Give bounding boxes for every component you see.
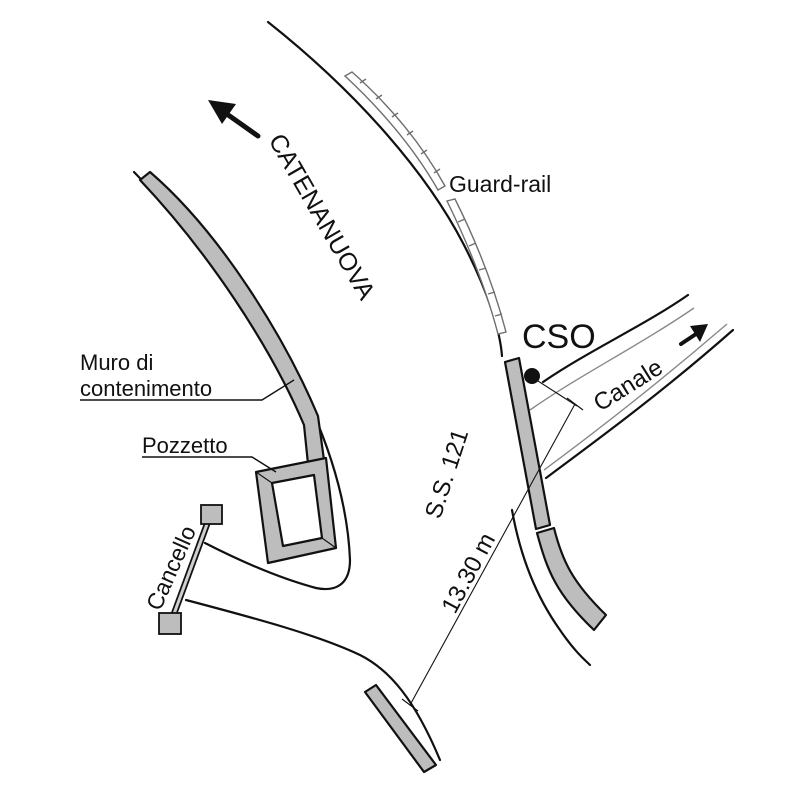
arrow-up-left-icon <box>208 100 261 139</box>
gate-post-top <box>200 504 223 525</box>
road-right-edge-lower <box>510 508 592 667</box>
muro-label-line2: contenimento <box>80 376 212 401</box>
muro-leader-line <box>80 379 295 401</box>
filled-circle-icon <box>524 368 540 384</box>
canale-label: Canale <box>589 354 668 417</box>
pozzetto-leader-line <box>142 456 277 473</box>
lower-left-wall <box>363 683 438 774</box>
cancello-gate <box>158 504 223 635</box>
guard-rail <box>343 71 507 335</box>
lower-right-wall <box>535 526 608 632</box>
distance-label: 13.30 m <box>436 529 501 618</box>
canale-channel <box>529 293 735 480</box>
cso-label: CSO <box>522 318 596 356</box>
road-side-branch-lower <box>184 598 442 762</box>
pozzetto-structure <box>254 456 338 565</box>
gate-post-bottom <box>158 612 182 635</box>
arrow-up-right-icon <box>679 324 708 346</box>
road-name-label: S.S. 121 <box>420 426 474 522</box>
pozzetto-label: Pozzetto <box>142 433 228 458</box>
muro-label-line1: Muro di <box>80 350 153 375</box>
retaining-wall <box>138 170 326 466</box>
cso-wall <box>503 356 552 531</box>
catenanuova-label: CATENANUOVA <box>263 129 381 305</box>
guard-rail-label: Guard-rail <box>449 171 551 197</box>
